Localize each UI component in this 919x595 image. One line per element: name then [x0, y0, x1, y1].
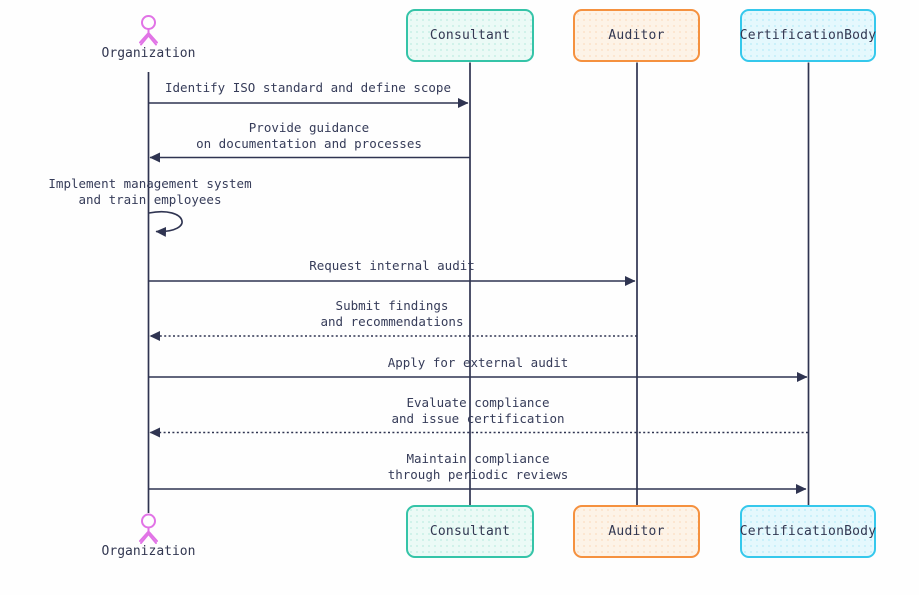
- message-label-evaluate-compliance: Evaluate compliance and issue certificat…: [391, 395, 564, 427]
- message-line: through periodic reviews: [387, 467, 569, 482]
- message-line: Implement management system: [48, 176, 252, 191]
- participant-certificationbody-bottom: CertificationBody: [740, 505, 876, 558]
- participant-label: CertificationBody: [739, 524, 877, 539]
- message-arrows: [148, 98, 808, 494]
- message-line: Apply for external audit: [387, 355, 569, 370]
- participant-consultant-top: Consultant: [406, 9, 534, 62]
- message-line: and train employees: [78, 192, 222, 207]
- message-label-submit-findings: Submit findings and recommendations: [321, 298, 464, 330]
- message-line: Evaluate compliance: [406, 395, 550, 410]
- participant-label: Consultant: [429, 28, 511, 43]
- actor-legs-icon: [140, 532, 157, 544]
- message-line: and recommendations: [320, 314, 464, 329]
- participant-certificationbody-top: CertificationBody: [740, 9, 876, 62]
- message-label-apply-external-audit: Apply for external audit: [388, 355, 569, 371]
- participant-auditor-top: Auditor: [573, 9, 700, 62]
- actor-arms-icon: [139, 31, 158, 44]
- arrow-self-loop: [148, 210, 183, 237]
- message-line: Maintain compliance: [406, 451, 550, 466]
- actor-label-organization-top: Organization: [101, 46, 196, 61]
- participant-consultant-bottom: Consultant: [406, 505, 534, 558]
- participant-label: Auditor: [608, 28, 665, 43]
- actor-figure-top: [139, 15, 158, 46]
- participant-label: Consultant: [429, 524, 511, 539]
- actor-arms-icon: [139, 530, 158, 542]
- actor-label-organization-bottom: Organization: [101, 544, 196, 559]
- message-label-provide-guidance: Provide guidance on documentation and pr…: [196, 120, 422, 152]
- actor-figure-bottom: [139, 513, 158, 544]
- message-label-maintain-compliance: Maintain compliance through periodic rev…: [388, 451, 569, 483]
- message-line: Submit findings: [335, 298, 449, 313]
- participant-label: CertificationBody: [739, 28, 877, 43]
- message-line: Identify ISO standard and define scope: [165, 80, 451, 95]
- message-line: Request internal audit: [309, 258, 475, 273]
- message-label-request-internal-audit: Request internal audit: [309, 258, 475, 274]
- message-line: and issue certification: [391, 411, 565, 426]
- message-line: Provide guidance: [248, 120, 370, 135]
- participant-label: Auditor: [608, 524, 665, 539]
- actor-head-icon: [141, 15, 156, 30]
- message-label-identify-iso: Identify ISO standard and define scope: [165, 80, 451, 96]
- lifelines: [147, 62, 810, 513]
- message-label-implement-system: Implement management system and train em…: [48, 176, 251, 208]
- participant-auditor-bottom: Auditor: [573, 505, 700, 558]
- message-line: on documentation and processes: [196, 136, 422, 151]
- actor-legs-icon: [140, 33, 157, 46]
- actor-head-icon: [141, 513, 156, 529]
